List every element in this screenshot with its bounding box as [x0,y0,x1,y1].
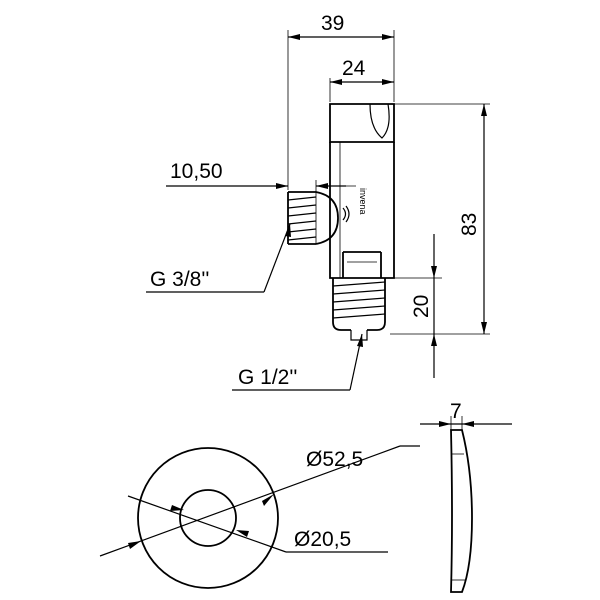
leader-outlet-thread: G 3/8'' [146,223,291,293]
dimension-inlet-height: 20 [410,234,437,378]
flange-inner-diameter-label: Ø20,5 [294,528,351,551]
outlet-thread: invena [287,188,368,245]
dim-24-label: 24 [342,57,366,80]
dimension-overall-width: 39 [288,12,394,40]
dim-83-label: 83 [458,213,481,236]
outlet-thread-label: G 3/8'' [150,268,209,291]
flange-front-view: Ø52,5 Ø20,5 [99,445,420,589]
dimension-body-width: 24 [330,57,394,85]
leader-inlet-thread: G 1/2'' [232,333,363,391]
dim-20-label: 20 [410,295,433,318]
brand-logo-text: invena [358,188,368,215]
flange-side-view: 7 [420,400,512,593]
dim-7-label: 7 [450,400,462,423]
valve-body [329,103,395,341]
flange-outer-diameter-label: Ø52,5 [306,448,363,471]
dimension-total-height: 83 [458,104,487,334]
inlet-thread-label: G 1/2'' [238,366,297,389]
dim-10-50-label: 10,50 [170,160,223,183]
dim-39-label: 39 [321,12,344,35]
dimension-outlet-offset: 10,50 [166,160,346,189]
extension-lines [287,30,490,335]
